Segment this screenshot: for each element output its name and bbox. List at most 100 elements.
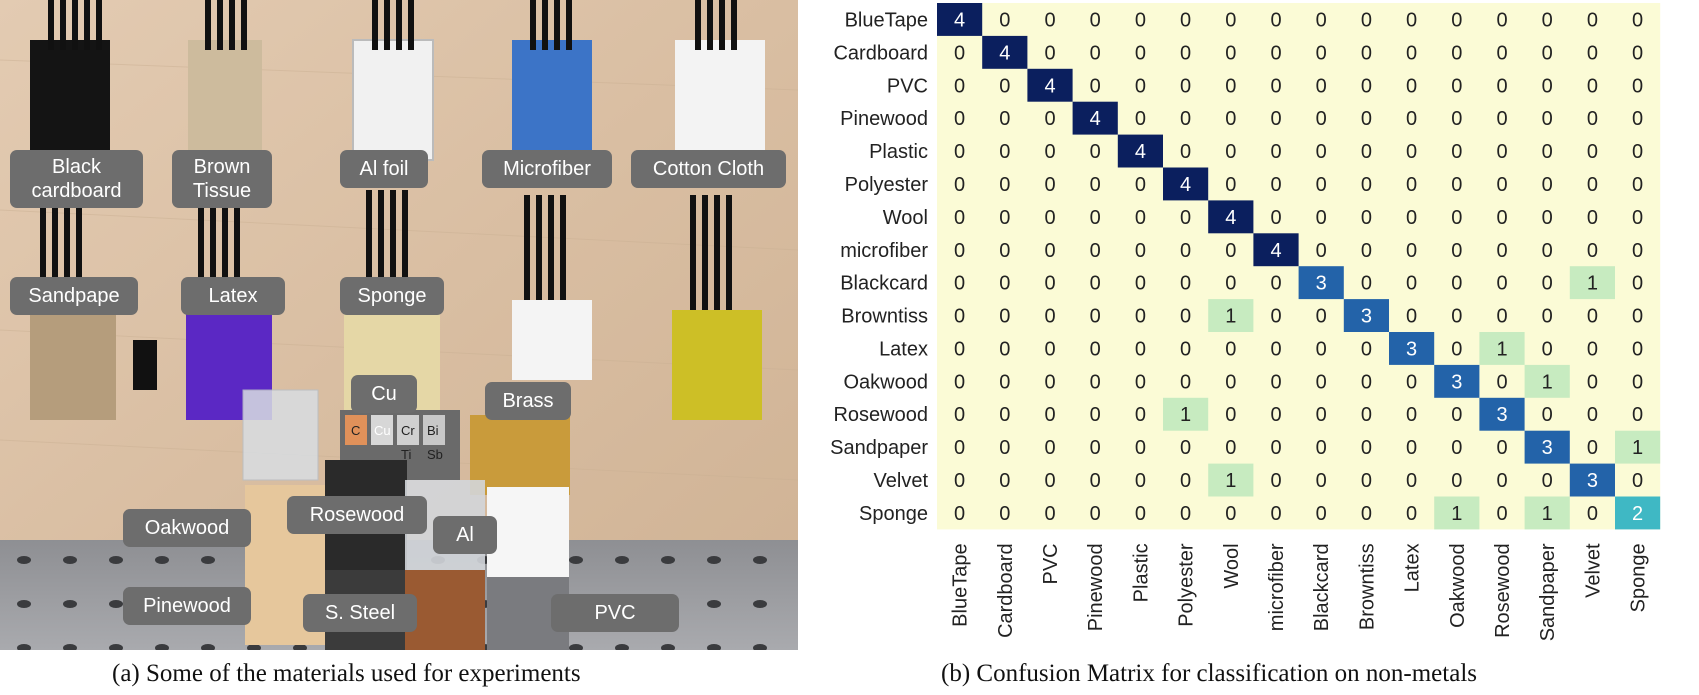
cell-value-bluetape-bluetape: 4 bbox=[954, 9, 965, 31]
col-label-pvc: PVC bbox=[1040, 543, 1062, 584]
cell-value-cardboard-sponge: 0 bbox=[1632, 42, 1643, 64]
cell-value-plastic-blackcard: 0 bbox=[1316, 141, 1327, 163]
cell-value-plastic-sandpaper: 0 bbox=[1542, 141, 1553, 163]
cell-value-pvc-sponge: 0 bbox=[1632, 75, 1643, 97]
cell-value-plastic-wool: 0 bbox=[1225, 141, 1236, 163]
cell-value-browntiss-latex: 0 bbox=[1406, 306, 1417, 328]
cell-value-blackcard-microfiber: 0 bbox=[1270, 273, 1281, 295]
cell-value-blackcard-latex: 0 bbox=[1406, 273, 1417, 295]
cell-value-polyester-polyester: 4 bbox=[1180, 174, 1191, 196]
cell-value-wool-polyester: 0 bbox=[1180, 207, 1191, 229]
cell-value-velvet-cardboard: 0 bbox=[999, 470, 1010, 492]
cell-value-blackcard-pvc: 0 bbox=[1044, 273, 1055, 295]
cell-value-sponge-polyester: 0 bbox=[1180, 503, 1191, 525]
col-label-velvet: Velvet bbox=[1582, 543, 1604, 598]
cell-value-browntiss-pvc: 0 bbox=[1044, 306, 1055, 328]
materials-photo-illustration: C Cu Cr Bi Ti Sb bbox=[0, 0, 798, 650]
cell-value-bluetape-microfiber: 0 bbox=[1270, 9, 1281, 31]
col-label-oakwood: Oakwood bbox=[1447, 543, 1469, 628]
cell-value-pinewood-velvet: 0 bbox=[1587, 108, 1598, 130]
cell-value-bluetape-rosewood: 0 bbox=[1496, 9, 1507, 31]
label-cu: Cu bbox=[351, 375, 417, 413]
cell-value-velvet-velvet: 3 bbox=[1587, 470, 1598, 492]
cell-value-cardboard-blackcard: 0 bbox=[1316, 42, 1327, 64]
cell-value-latex-pvc: 0 bbox=[1044, 338, 1055, 360]
cell-value-microfiber-pvc: 0 bbox=[1044, 240, 1055, 262]
cell-value-rosewood-bluetape: 0 bbox=[954, 404, 965, 426]
cell-value-oakwood-pinewood: 0 bbox=[1090, 371, 1101, 393]
cell-value-plastic-browntiss: 0 bbox=[1361, 141, 1372, 163]
cell-value-pinewood-pvc: 0 bbox=[1044, 108, 1055, 130]
cell-value-latex-microfiber: 0 bbox=[1270, 338, 1281, 360]
row-label-rosewood: Rosewood bbox=[833, 404, 928, 426]
cell-value-plastic-latex: 0 bbox=[1406, 141, 1417, 163]
col-label-wool: Wool bbox=[1221, 543, 1243, 588]
label-pinewood: Pinewood bbox=[123, 587, 251, 625]
cell-value-bluetape-pinewood: 0 bbox=[1090, 9, 1101, 31]
cell-value-velvet-browntiss: 0 bbox=[1361, 470, 1372, 492]
cell-value-sandpaper-latex: 0 bbox=[1406, 437, 1417, 459]
cell-value-sandpaper-microfiber: 0 bbox=[1270, 437, 1281, 459]
cell-value-rosewood-latex: 0 bbox=[1406, 404, 1417, 426]
cell-value-browntiss-polyester: 0 bbox=[1180, 306, 1191, 328]
cell-value-velvet-pinewood: 0 bbox=[1090, 470, 1101, 492]
cell-value-cardboard-bluetape: 0 bbox=[954, 42, 965, 64]
cell-value-rosewood-sponge: 0 bbox=[1632, 404, 1643, 426]
cell-value-pinewood-microfiber: 0 bbox=[1270, 108, 1281, 130]
cell-value-microfiber-velvet: 0 bbox=[1587, 240, 1598, 262]
cell-value-pvc-bluetape: 0 bbox=[954, 75, 965, 97]
cell-value-pvc-browntiss: 0 bbox=[1361, 75, 1372, 97]
cell-value-pinewood-browntiss: 0 bbox=[1361, 108, 1372, 130]
cell-value-blackcard-cardboard: 0 bbox=[999, 273, 1010, 295]
cell-value-microfiber-oakwood: 0 bbox=[1451, 240, 1462, 262]
cell-value-pinewood-latex: 0 bbox=[1406, 108, 1417, 130]
row-label-cardboard: Cardboard bbox=[833, 42, 928, 64]
cell-value-pinewood-bluetape: 0 bbox=[954, 108, 965, 130]
cell-value-latex-sandpaper: 0 bbox=[1542, 338, 1553, 360]
cell-value-sandpaper-sponge: 1 bbox=[1632, 437, 1643, 459]
cell-latex-rosewood bbox=[1479, 332, 1525, 365]
row-label-polyester: Polyester bbox=[845, 174, 929, 196]
cell-value-cardboard-microfiber: 0 bbox=[1270, 42, 1281, 64]
cell-value-pvc-oakwood: 0 bbox=[1451, 75, 1462, 97]
cube-symbol-cr: Cr bbox=[401, 423, 415, 438]
cell-value-wool-oakwood: 0 bbox=[1451, 207, 1462, 229]
cell-value-microfiber-sponge: 0 bbox=[1632, 240, 1643, 262]
cell-bluetape-bluetape bbox=[937, 3, 983, 36]
cell-value-bluetape-cardboard: 0 bbox=[999, 9, 1010, 31]
cell-value-pvc-pvc: 4 bbox=[1044, 75, 1055, 97]
cell-value-pvc-cardboard: 0 bbox=[999, 75, 1010, 97]
cell-value-microfiber-cardboard: 0 bbox=[999, 240, 1010, 262]
cell-value-sandpaper-rosewood: 0 bbox=[1496, 437, 1507, 459]
cell-value-wool-cardboard: 0 bbox=[999, 207, 1010, 229]
cell-sponge-sandpaper bbox=[1524, 496, 1570, 530]
cell-value-blackcard-velvet: 1 bbox=[1587, 273, 1598, 295]
cell-value-sandpaper-plastic: 0 bbox=[1135, 437, 1146, 459]
cell-value-wool-browntiss: 0 bbox=[1361, 207, 1372, 229]
col-label-cardboard: Cardboard bbox=[995, 543, 1017, 638]
cell-value-latex-rosewood: 1 bbox=[1496, 338, 1507, 360]
cell-value-rosewood-cardboard: 0 bbox=[999, 404, 1010, 426]
cell-value-browntiss-browntiss: 3 bbox=[1361, 306, 1372, 328]
cell-value-sandpaper-velvet: 0 bbox=[1587, 437, 1598, 459]
label-cotton-cloth: Cotton Cloth bbox=[631, 150, 786, 188]
cell-value-sponge-oakwood: 1 bbox=[1451, 503, 1462, 525]
cell-oakwood-sandpaper bbox=[1524, 364, 1570, 398]
cell-value-microfiber-plastic: 0 bbox=[1135, 240, 1146, 262]
cell-value-microfiber-latex: 0 bbox=[1406, 240, 1417, 262]
cell-value-plastic-cardboard: 0 bbox=[999, 141, 1010, 163]
row-label-microfiber: microfiber bbox=[840, 240, 928, 262]
cell-value-rosewood-sandpaper: 0 bbox=[1542, 404, 1553, 426]
cell-value-browntiss-plastic: 0 bbox=[1135, 306, 1146, 328]
cell-value-pinewood-polyester: 0 bbox=[1180, 108, 1191, 130]
cell-value-latex-velvet: 0 bbox=[1587, 338, 1598, 360]
cell-value-pinewood-plastic: 0 bbox=[1135, 108, 1146, 130]
cell-value-oakwood-microfiber: 0 bbox=[1270, 371, 1281, 393]
cell-value-latex-sponge: 0 bbox=[1632, 338, 1643, 360]
cell-value-wool-sponge: 0 bbox=[1632, 207, 1643, 229]
cell-value-pinewood-rosewood: 0 bbox=[1496, 108, 1507, 130]
cell-value-browntiss-pinewood: 0 bbox=[1090, 306, 1101, 328]
cell-sandpaper-sponge bbox=[1615, 430, 1661, 464]
label-al: Al bbox=[433, 516, 497, 554]
cell-value-cardboard-plastic: 0 bbox=[1135, 42, 1146, 64]
